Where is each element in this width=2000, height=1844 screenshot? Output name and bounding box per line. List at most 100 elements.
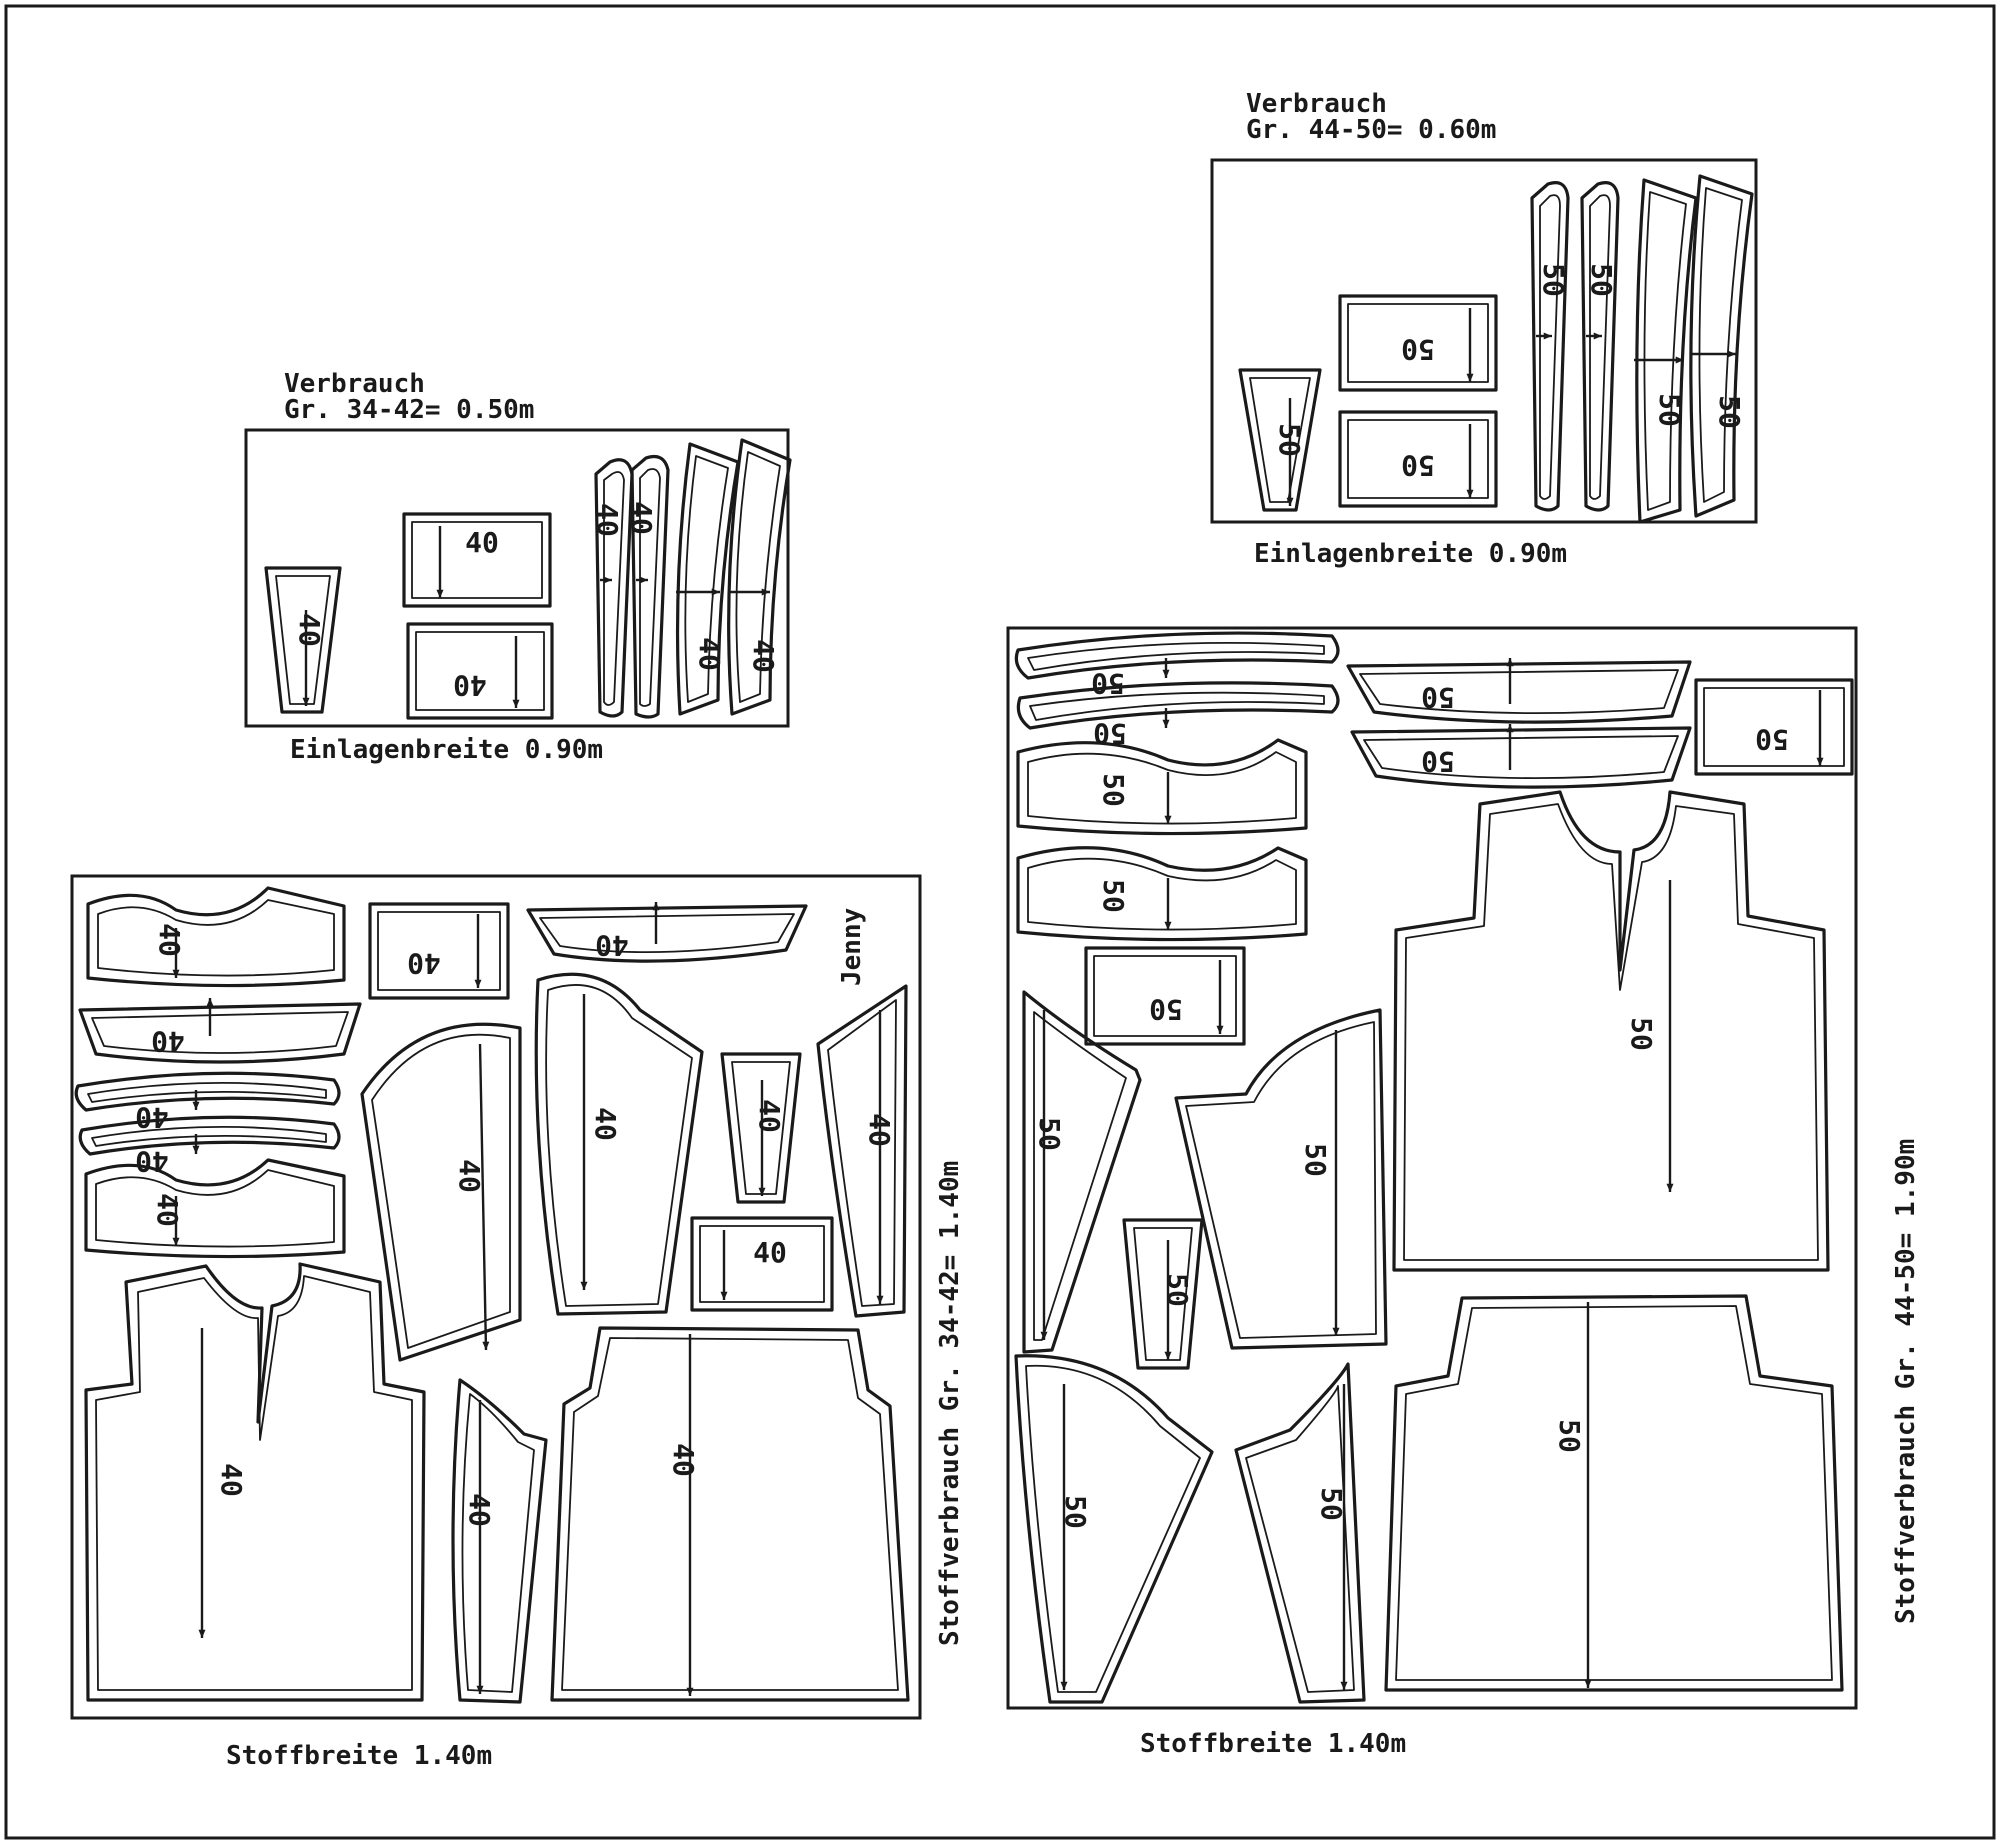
fab-s-sleeve-1-size-label: 40 (453, 1159, 486, 1193)
fab-l-sleeve-3-size-label: 50 (1059, 1495, 1092, 1529)
int-s-band-1-size-label: 40 (591, 503, 624, 537)
fab-s-back: 40 (550, 1326, 910, 1702)
fab-s-collar-2: 40 (74, 1071, 341, 1134)
fab-s-front: 40 (84, 1262, 426, 1702)
fab-l-sleeve-2-size-label: 50 (1299, 1143, 1332, 1177)
int-l-band-3: 50 (1634, 178, 1698, 524)
fab-s-collar-band: 40 (526, 902, 808, 963)
int-l-band-2-size-label: 50 (1585, 263, 1618, 297)
int-s-rect-2-size-label: 40 (453, 669, 487, 702)
int-s-band-3-size-label: 40 (693, 637, 726, 671)
fab-s-sleeve-2: 40 (534, 972, 704, 1316)
fab-l-collar-band-1-size-label: 50 (1421, 681, 1455, 714)
fab-l-collar-band-2-size-label: 50 (1421, 745, 1455, 778)
int-l-placket: 50 (1238, 368, 1322, 512)
fab-l-yoke-2-size-label: 50 (1097, 879, 1130, 913)
interfacing-large-width-label: Einlagenbreite 0.90m (1254, 539, 1567, 569)
fab-l-placket: 50 (1122, 1218, 1204, 1370)
fabric-small-name: Jenny (837, 908, 867, 986)
fab-s-rect-2: 40 (690, 1216, 834, 1312)
fab-s-collar-1-size-label: 40 (151, 1025, 185, 1058)
int-s-placket-size-label: 40 (293, 613, 326, 647)
fab-s-placket-size-label: 40 (753, 1099, 786, 1133)
fab-s-yoke-1-size-label: 40 (153, 923, 186, 957)
int-l-band-1: 50 (1530, 181, 1570, 512)
fab-s-placket: 40 (720, 1052, 802, 1204)
int-s-band-2-size-label: 40 (625, 501, 658, 535)
fab-l-sleeve-1: 50 (1022, 990, 1142, 1354)
fab-s-collar-band-size-label: 40 (595, 929, 629, 962)
fab-l-collar-band-1: 50 (1346, 658, 1692, 724)
fabric-large-width-label: Stoffbreite 1.40m (1140, 1729, 1406, 1759)
int-l-band-4: 50 (1689, 174, 1754, 518)
fabric-large-frame (1006, 626, 1858, 1710)
fab-s-collar-3: 40 (78, 1115, 341, 1178)
fab-l-collar-2: 50 (1016, 681, 1340, 750)
fab-s-sleeve-2-size-label: 40 (589, 1107, 622, 1141)
fab-s-sleeve-3-size-label: 40 (463, 1493, 496, 1527)
fab-l-collar-1-size-label: 50 (1091, 667, 1125, 700)
fab-l-sleeve-4-size-label: 50 (1315, 1487, 1348, 1521)
fabric-small-consumption-label: Stoffverbrauch Gr. 34-42= 1.40m (935, 1161, 965, 1646)
fab-s-yoke-2: 40 (84, 1158, 346, 1259)
fabric-large-consumption-label: Stoffverbrauch Gr. 44-50= 1.90m (1891, 1139, 1921, 1624)
fab-s-sleeve-1: 40 (360, 1022, 522, 1362)
int-l-rect-1-size-label: 50 (1401, 333, 1435, 366)
int-s-rect-2: 40 (406, 622, 554, 720)
fab-s-rect-1: 40 (368, 902, 510, 1000)
fab-l-rect-1: 50 (1694, 678, 1854, 776)
fab-s-side: 40 (816, 984, 908, 1318)
int-s-band-4: 40 (727, 438, 792, 716)
int-l-band-2: 50 (1580, 181, 1620, 512)
fab-s-side-size-label: 40 (863, 1113, 896, 1147)
interfacing-large-consumption-title: Verbrauch (1246, 89, 1387, 119)
fab-l-rect-2-size-label: 50 (1149, 993, 1183, 1026)
fab-l-front: 50 (1392, 790, 1830, 1272)
int-s-band-2: 40 (625, 454, 670, 719)
interfacing-small-consumption-value: Gr. 34-42= 0.50m (284, 395, 534, 425)
interfacing-small-consumption-title: Verbrauch (284, 369, 425, 399)
fab-l-collar-band-2: 50 (1350, 724, 1692, 789)
fabric-small-frame (70, 874, 922, 1720)
fab-l-sleeve-2: 50 (1174, 1008, 1388, 1350)
fab-l-rect-1-size-label: 50 (1755, 723, 1789, 756)
fab-s-rect-2-size-label: 40 (753, 1236, 787, 1269)
fab-l-sleeve-1-size-label: 50 (1033, 1117, 1066, 1151)
int-s-band-1: 40 (591, 458, 634, 718)
int-l-band-1-size-label: 50 (1537, 263, 1570, 297)
fab-s-yoke-1: 40 (86, 886, 346, 988)
fab-l-rect-2: 50 (1084, 946, 1246, 1046)
int-s-band-3: 40 (675, 442, 740, 716)
int-s-rect-1-size-label: 40 (465, 526, 499, 559)
fab-s-collar-1: 40 (78, 998, 362, 1064)
fab-l-yoke-2: 50 (1016, 846, 1308, 942)
int-l-rect-2-size-label: 50 (1401, 449, 1435, 482)
int-l-band-3-size-label: 50 (1653, 393, 1686, 427)
fab-s-front-size-label: 40 (215, 1463, 248, 1497)
fab-l-sleeve-4: 50 (1234, 1362, 1366, 1704)
fab-l-collar-1: 50 (1014, 631, 1340, 700)
fab-s-yoke-2-size-label: 40 (151, 1193, 184, 1227)
int-l-rect-1: 50 (1338, 294, 1498, 392)
interfacing-small-frame (244, 428, 790, 728)
fab-l-back-size-label: 50 (1553, 1419, 1586, 1453)
fab-l-yoke-1-size-label: 50 (1097, 773, 1130, 807)
fab-l-yoke-1: 50 (1016, 738, 1308, 836)
fab-l-back: 50 (1384, 1294, 1844, 1692)
interfacing-small-width-label: Einlagenbreite 0.90m (290, 735, 603, 765)
fab-l-sleeve-3: 50 (1014, 1354, 1214, 1704)
fab-s-rect-1-size-label: 40 (407, 947, 441, 980)
interfacing-large-frame (1210, 158, 1758, 524)
interfacing-large-consumption-value: Gr. 44-50= 0.60m (1246, 115, 1496, 145)
int-l-band-4-size-label: 50 (1713, 395, 1746, 429)
fabric-small-width-label: Stoffbreite 1.40m (226, 1741, 492, 1771)
fab-s-back-size-label: 40 (667, 1443, 700, 1477)
fab-s-sleeve-3: 40 (451, 1378, 548, 1704)
fab-l-front-size-label: 50 (1625, 1017, 1658, 1051)
int-s-rect-1: 40 (402, 512, 552, 608)
int-s-placket: 40 (264, 566, 342, 714)
fab-l-placket-size-label: 50 (1161, 1273, 1194, 1307)
